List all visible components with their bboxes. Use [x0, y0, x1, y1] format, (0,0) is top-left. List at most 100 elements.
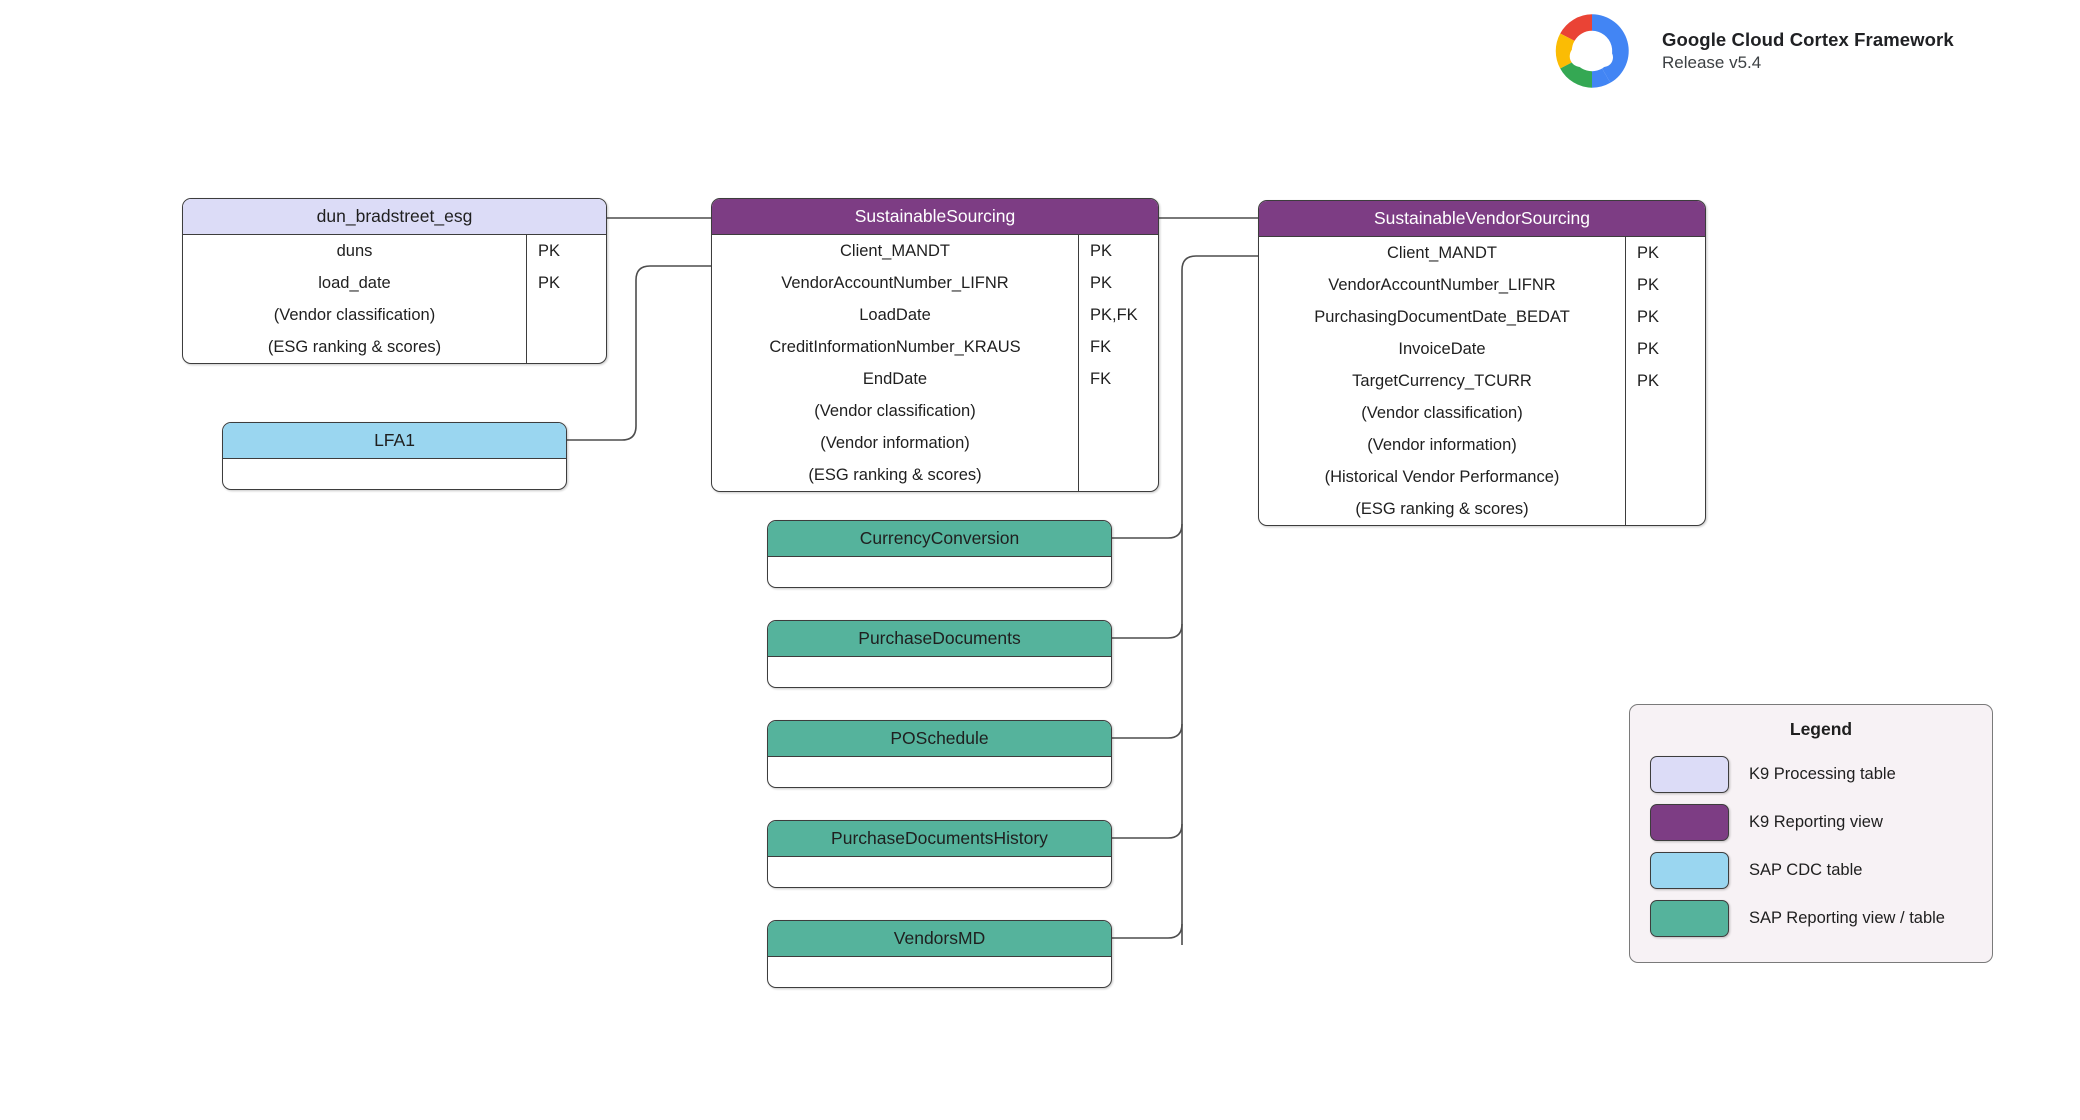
field-key [1626, 429, 1705, 461]
field-name: load_date [318, 274, 391, 292]
legend-item-k9-reporting-view: K9 Reporting view [1650, 798, 1972, 846]
field-key [527, 331, 606, 363]
entity-body: Client_MANDT VendorAccountNumber_LIFNR L… [712, 235, 1158, 491]
field-key: PK [1637, 244, 1660, 262]
entity-currency-conversion[interactable]: CurrencyConversion [767, 520, 1112, 588]
entity-purchase-documents-history[interactable]: PurchaseDocumentsHistory [767, 820, 1112, 888]
entity-vendors-md[interactable]: VendorsMD [767, 920, 1112, 988]
field-name: Client_MANDT [839, 242, 951, 260]
field-name: (ESG ranking & scores) [1355, 500, 1529, 518]
entity-key-column: PK PK PK,FK FK FK [1078, 235, 1158, 491]
entity-title: SustainableSourcing [712, 199, 1158, 235]
entity-body [768, 557, 1111, 587]
field-name: VendorAccountNumber_LIFNR [781, 274, 1009, 292]
entity-key-column: PK PK [526, 235, 606, 363]
legend-swatch-sap-reporting-view [1650, 899, 1729, 937]
legend-label: SAP CDC table [1749, 860, 1863, 879]
field-key: FK [1090, 370, 1112, 388]
google-cloud-logo-icon [1555, 14, 1629, 88]
entity-field-column [768, 757, 1111, 787]
field-key: PK [1637, 276, 1660, 294]
connector-purchasedocumentshistory-to-trunk [1112, 823, 1183, 839]
legend-swatch-k9-processing-table [1650, 755, 1729, 793]
connector-currencyconversion-to-trunk [1112, 523, 1183, 539]
entity-field-column: Client_MANDT VendorAccountNumber_LIFNR P… [1259, 237, 1625, 525]
connector-poschedule-to-trunk [1112, 723, 1183, 739]
field-key: FK [1090, 338, 1112, 356]
field-key: PK [538, 274, 561, 292]
entity-body: duns load_date (Vendor classification) (… [183, 235, 606, 363]
field-name: EndDate [862, 370, 928, 388]
entity-field-column [768, 657, 1111, 687]
entity-body [768, 657, 1111, 687]
brand-text-block: Google Cloud Cortex Framework Release v5… [1662, 28, 1954, 73]
field-name: (Vendor classification) [1361, 404, 1523, 422]
legend-item-k9-processing-table: K9 Processing table [1650, 750, 1972, 798]
entity-title: POSchedule [768, 721, 1111, 757]
connector-purchasedocuments-to-trunk [1112, 623, 1183, 639]
field-name: InvoiceDate [1398, 340, 1486, 358]
field-name: (ESG ranking & scores) [267, 338, 442, 356]
field-key [527, 299, 606, 331]
field-key: PK [1090, 242, 1113, 260]
field-name: PurchasingDocumentDate_BEDAT [1314, 308, 1570, 326]
field-key [1626, 397, 1705, 429]
field-key: PK [1637, 308, 1660, 326]
field-name: TargetCurrency_TCURR [1352, 372, 1532, 390]
entity-field-column [768, 557, 1111, 587]
field-key [1079, 395, 1158, 427]
field-name: (Historical Vendor Performance) [1324, 468, 1560, 486]
entity-purchase-documents[interactable]: PurchaseDocuments [767, 620, 1112, 688]
field-key [1626, 493, 1705, 525]
entity-dun-bradstreet-esg[interactable]: dun_bradstreet_esg duns load_date (Vendo… [182, 198, 607, 364]
entity-title: CurrencyConversion [768, 521, 1111, 557]
field-key: PK [1637, 340, 1660, 358]
entity-body [768, 857, 1111, 887]
legend-title: Legend [1789, 719, 1853, 739]
connector-vendorsmd-to-trunk [1112, 923, 1183, 939]
entity-body [768, 957, 1111, 987]
legend-label: SAP Reporting view / table [1749, 908, 1945, 927]
entity-body [223, 459, 566, 489]
field-key: PK [1637, 372, 1660, 390]
connector-trunk-to-vendorsourcing [1181, 255, 1258, 945]
entity-title: PurchaseDocuments [768, 621, 1111, 657]
field-name: LoadDate [859, 306, 931, 324]
legend-label: K9 Processing table [1749, 764, 1896, 783]
entity-title: PurchaseDocumentsHistory [768, 821, 1111, 857]
entity-lfa1[interactable]: LFA1 [222, 422, 567, 490]
entity-po-schedule[interactable]: POSchedule [767, 720, 1112, 788]
field-key: PK,FK [1090, 306, 1138, 324]
entity-key-column: PK PK PK PK PK [1625, 237, 1705, 525]
entity-sustainable-sourcing[interactable]: SustainableSourcing Client_MANDT VendorA… [711, 198, 1159, 492]
legend-item-sap-cdc-table: SAP CDC table [1650, 846, 1972, 894]
legend-label: K9 Reporting view [1749, 812, 1883, 831]
field-key: PK [1090, 274, 1113, 292]
field-key [1079, 427, 1158, 459]
entity-body [768, 757, 1111, 787]
entity-title: SustainableVendorSourcing [1259, 201, 1705, 237]
entity-sustainable-vendor-sourcing[interactable]: SustainableVendorSourcing Client_MANDT V… [1258, 200, 1706, 526]
field-name: duns [336, 242, 373, 260]
entity-title: dun_bradstreet_esg [183, 199, 606, 235]
entity-field-column: Client_MANDT VendorAccountNumber_LIFNR L… [712, 235, 1078, 491]
brand-title: Google Cloud Cortex Framework [1662, 29, 1954, 51]
legend-panel: Legend K9 Processing table K9 Reporting … [1629, 704, 1993, 963]
brand-release: Release v5.4 [1662, 52, 1762, 72]
field-name: (ESG ranking & scores) [808, 466, 982, 484]
legend-swatch-k9-reporting-view [1650, 803, 1729, 841]
field-name: (Vendor classification) [273, 306, 436, 324]
entity-title: LFA1 [223, 423, 566, 459]
entity-field-column [223, 459, 566, 489]
entity-body: Client_MANDT VendorAccountNumber_LIFNR P… [1259, 237, 1705, 525]
field-key: PK [538, 242, 561, 260]
entity-field-column [768, 957, 1111, 987]
field-name: (Vendor information) [1367, 436, 1517, 454]
field-name: VendorAccountNumber_LIFNR [1328, 276, 1556, 294]
entity-title: VendorsMD [768, 921, 1111, 957]
legend-item-sap-reporting-view: SAP Reporting view / table [1650, 894, 1972, 942]
field-name: CreditInformationNumber_KRAUS [769, 338, 1021, 356]
field-key [1626, 461, 1705, 493]
field-key [1079, 459, 1158, 491]
